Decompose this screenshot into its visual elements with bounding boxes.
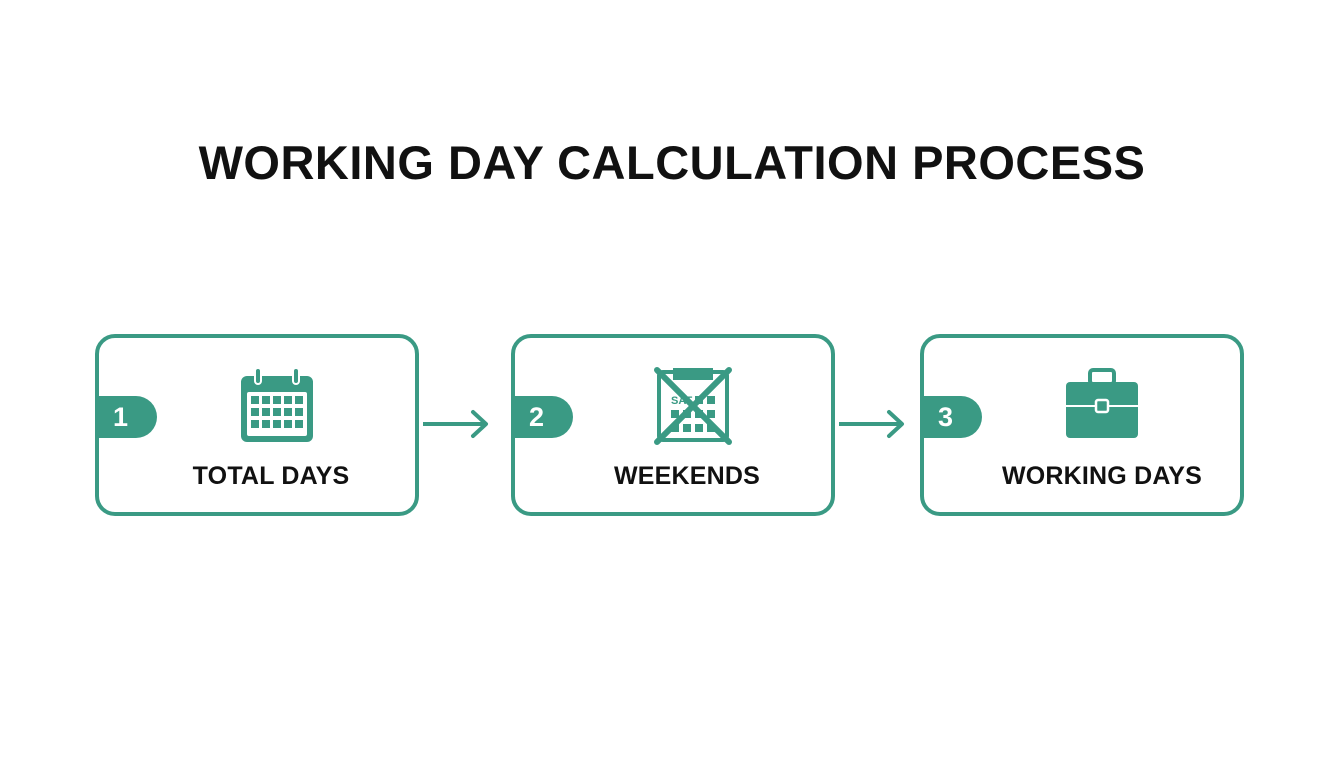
step-label: TOTAL DAYS [192, 462, 350, 490]
step-total-days: 1 TOTAL DAYS [95, 334, 419, 516]
step-number-badge: 1 [95, 396, 157, 438]
step-label: WEEKENDS [613, 462, 761, 490]
step-label: WORKING DAYS [1001, 462, 1203, 490]
step-working-days: 3 WORKING DAYS [920, 334, 1244, 516]
step-number-badge: 3 [920, 396, 982, 438]
arrow-right-icon [839, 410, 904, 438]
crossed-out-calendar-icon: SAT [654, 367, 732, 445]
calendar-icon [241, 367, 313, 442]
step-weekends: 2 SAT WEEKENDS [511, 334, 835, 516]
step-number-badge: 2 [511, 396, 573, 438]
page-title: WORKING DAY CALCULATION PROCESS [198, 136, 1146, 189]
briefcase-icon [1066, 368, 1138, 438]
arrow-right-icon [423, 410, 488, 438]
